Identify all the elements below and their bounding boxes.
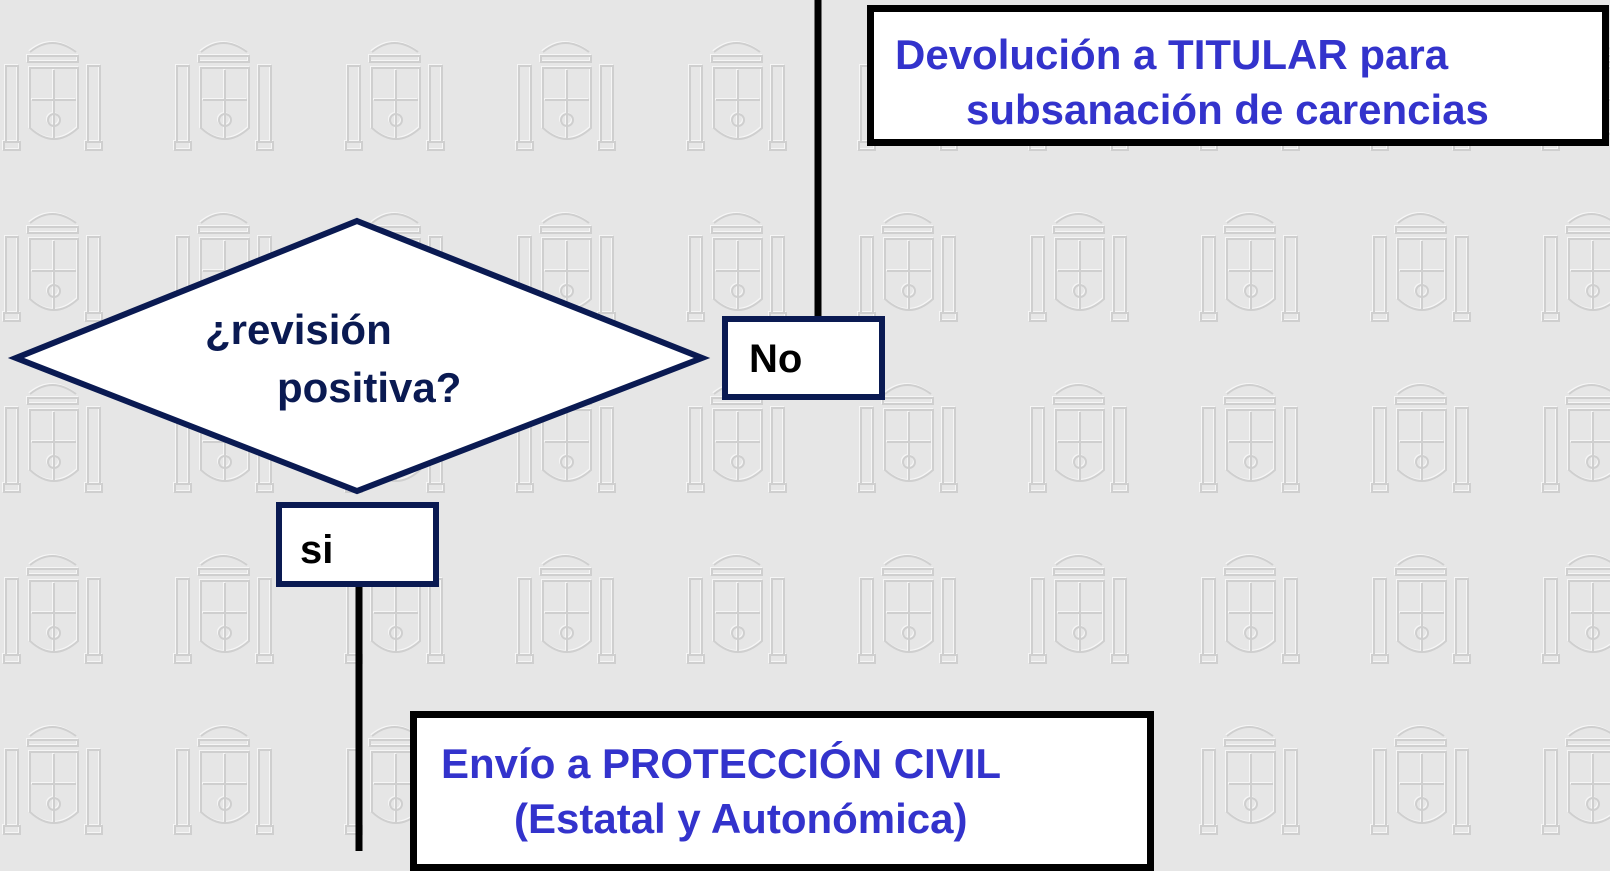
decision-label-line1: ¿revisión bbox=[205, 306, 392, 353]
decision-label-line2: positiva? bbox=[277, 364, 462, 411]
decision-diamond bbox=[7, 217, 711, 495]
si-label-box: si bbox=[276, 502, 439, 587]
no-label: No bbox=[749, 337, 803, 381]
send-box-line2: (Estatal y Autonómica) bbox=[514, 795, 968, 842]
return-box-line2: subsanación de carencias bbox=[966, 86, 1489, 133]
return-box-line1: Devolución a TITULAR para bbox=[895, 31, 1449, 78]
return-to-holder-box: Devolución a TITULAR para subsanación de… bbox=[867, 5, 1609, 146]
si-label: si bbox=[300, 528, 334, 572]
send-to-civil-protection-box: Envío a PROTECCIÓN CIVIL (Estatal y Auto… bbox=[410, 711, 1154, 871]
no-label-box: No bbox=[722, 316, 885, 400]
send-box-line1: Envío a PROTECCIÓN CIVIL bbox=[441, 740, 1002, 787]
